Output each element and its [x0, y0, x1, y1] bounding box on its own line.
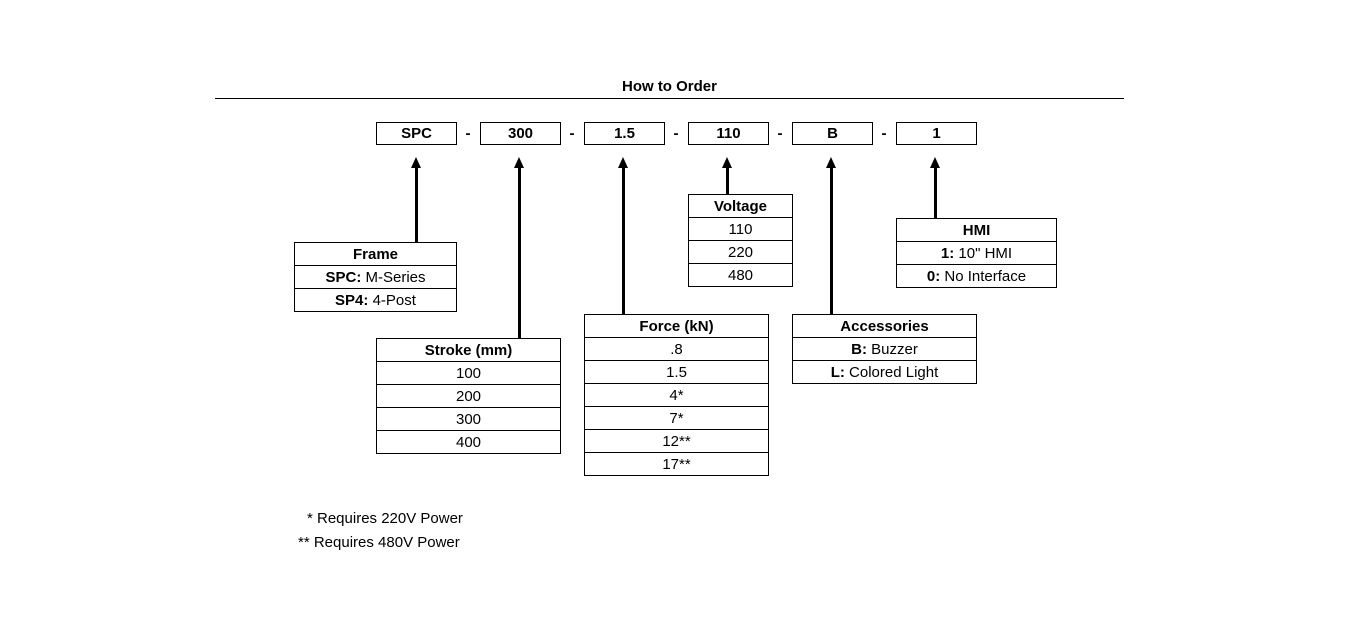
force-header: Force (kN) — [584, 314, 769, 338]
voltage-option: 480 — [688, 263, 793, 287]
voltage-option: 220 — [688, 240, 793, 264]
separator-dash: - — [673, 125, 679, 142]
arrow-stem-voltage — [726, 166, 729, 194]
code-box-force: 1.5 — [584, 122, 665, 145]
force-option: 4* — [584, 383, 769, 407]
arrow-up-icon — [411, 157, 421, 168]
arrow-up-icon — [826, 157, 836, 168]
page-title: How to Order — [621, 78, 717, 95]
arrow-stem-stroke — [518, 166, 521, 338]
force-option: 17** — [584, 452, 769, 476]
stroke-option: 400 — [376, 430, 561, 454]
code-box-hmi: 1 — [896, 122, 977, 145]
arrow-stem-force — [622, 166, 625, 314]
code-box-stroke: 300 — [480, 122, 561, 145]
arrow-stem-accessories — [830, 166, 833, 314]
footnote: * Requires 220V Power — [307, 510, 463, 527]
separator-dash: - — [777, 125, 783, 142]
accessories-table: Accessories B: Buzzer L: Colored Light — [792, 314, 977, 384]
frame-option: SP4: 4-Post — [294, 288, 457, 312]
code-box-accessories: B — [792, 122, 873, 145]
force-option: 12** — [584, 429, 769, 453]
stroke-option: 300 — [376, 407, 561, 431]
frame-header: Frame — [294, 242, 457, 266]
arrow-stem-hmi — [934, 166, 937, 218]
arrow-up-icon — [514, 157, 524, 168]
stroke-header: Stroke (mm) — [376, 338, 561, 362]
stroke-option: 100 — [376, 361, 561, 385]
accessories-option: B: Buzzer — [792, 337, 977, 361]
hmi-option: 1: 10" HMI — [896, 241, 1057, 265]
arrow-up-icon — [618, 157, 628, 168]
stroke-option: 200 — [376, 384, 561, 408]
force-option: .8 — [584, 337, 769, 361]
hmi-option: 0: No Interface — [896, 264, 1057, 288]
frame-table: Frame SPC: M-Series SP4: 4-Post — [294, 242, 457, 312]
code-box-frame: SPC — [376, 122, 457, 145]
voltage-header: Voltage — [688, 194, 793, 218]
accessories-option: L: Colored Light — [792, 360, 977, 384]
separator-dash: - — [569, 125, 575, 142]
stroke-table: Stroke (mm) 100 200 300 400 — [376, 338, 561, 454]
footnote: ** Requires 480V Power — [298, 534, 460, 551]
voltage-table: Voltage 110 220 480 — [688, 194, 793, 287]
separator-dash: - — [881, 125, 887, 142]
hmi-header: HMI — [896, 218, 1057, 242]
code-box-voltage: 110 — [688, 122, 769, 145]
voltage-option: 110 — [688, 217, 793, 241]
force-table: Force (kN) .8 1.5 4* 7* 12** 17** — [584, 314, 769, 476]
frame-option: SPC: M-Series — [294, 265, 457, 289]
arrow-up-icon — [722, 157, 732, 168]
title-rule — [215, 98, 1124, 99]
arrow-stem-frame — [415, 166, 418, 242]
separator-dash: - — [465, 125, 471, 142]
force-option: 1.5 — [584, 360, 769, 384]
arrow-up-icon — [930, 157, 940, 168]
force-option: 7* — [584, 406, 769, 430]
hmi-table: HMI 1: 10" HMI 0: No Interface — [896, 218, 1057, 288]
accessories-header: Accessories — [792, 314, 977, 338]
